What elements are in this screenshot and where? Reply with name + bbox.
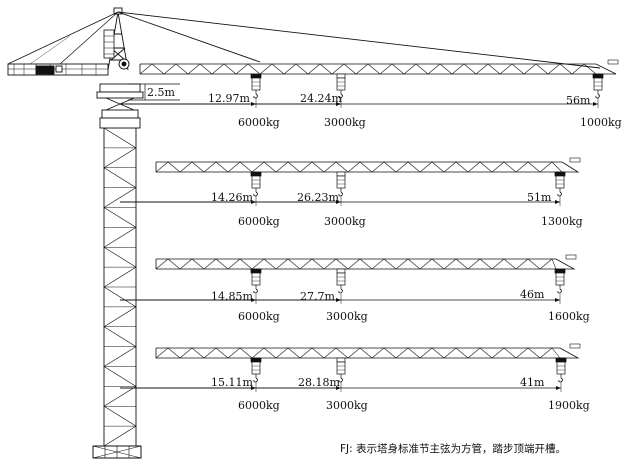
- jib-56m-near-radius: 12.97m: [208, 92, 250, 105]
- jib-51m-mid-radius: 26.23m: [297, 191, 339, 204]
- jib-56m-truss: [139, 59, 619, 75]
- jib-41m-mid-radius: 28.18m: [298, 376, 340, 389]
- footnote: FJ: 表示塔身标准节主弦为方管，踏步顶端开槽。: [340, 442, 566, 455]
- jib-56m-max-radius: 56m: [566, 94, 591, 107]
- jib-46m-mid-radius: 27.7m: [300, 290, 335, 303]
- jib-41m-near-radius: 15.11m: [211, 376, 253, 389]
- jib-51m-max-radius: 51m: [527, 191, 552, 204]
- jib-56m-near-load: 6000kg: [238, 116, 280, 129]
- jib-46m-truss: [155, 254, 577, 270]
- jib-41m-labels: 15.11m 6000kg 28.18m 3000kg 41m 1900kg: [211, 376, 590, 412]
- height-label: 2.5m: [147, 86, 175, 99]
- jib-41m-mid-load: 3000kg: [326, 399, 368, 412]
- jib-51m-near-load: 6000kg: [238, 215, 280, 228]
- dimension-lines: [120, 98, 599, 392]
- jib-46m-near-load: 6000kg: [238, 310, 280, 323]
- jib-41m-near-load: 6000kg: [238, 399, 280, 412]
- jib-41m-tip-load: 1900kg: [548, 399, 590, 412]
- jib-46m-labels: 14.85m 6000kg 27.7m 3000kg 46m 1600kg: [211, 288, 590, 323]
- jib-51m-truss: [155, 157, 581, 173]
- jib-46m-tip-load: 1600kg: [548, 310, 590, 323]
- jib-56m-tip-load: 1000kg: [580, 116, 622, 129]
- tower-mast: [103, 127, 137, 447]
- jib-41m-truss: [155, 343, 581, 359]
- jib-51m-labels: 14.26m 6000kg 26.23m 3000kg 51m 1300kg: [211, 191, 583, 228]
- jib-46m-max-radius: 46m: [520, 288, 545, 301]
- tower-base: [92, 445, 142, 459]
- tower-top: [103, 7, 130, 71]
- height-dimension: 2.5m: [128, 83, 180, 101]
- jib-46m-near-radius: 14.85m: [211, 290, 253, 303]
- jib-51m-mid-load: 3000kg: [324, 215, 366, 228]
- jib-46m-mid-load: 3000kg: [326, 310, 368, 323]
- jib-41m-max-radius: 41m: [520, 376, 545, 389]
- jib-56m-labels: 12.97m 6000kg 24.24m 3000kg 56m 1000kg: [208, 92, 622, 129]
- slewing-unit: [96, 83, 144, 129]
- hook-blocks: [250, 73, 604, 383]
- jib-56m-mid-radius: 24.24m: [300, 92, 342, 105]
- jib-56m-tie-rods: [117, 11, 601, 69]
- jib-51m-tip-load: 1300kg: [541, 215, 583, 228]
- counter-jib: [7, 11, 119, 76]
- jib-51m-near-radius: 14.26m: [211, 191, 253, 204]
- jib-56m-mid-load: 3000kg: [324, 116, 366, 129]
